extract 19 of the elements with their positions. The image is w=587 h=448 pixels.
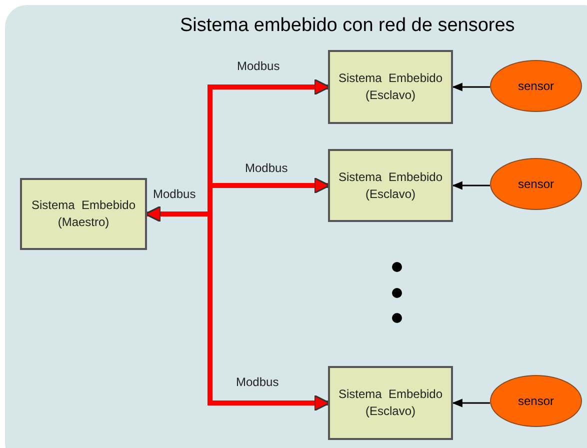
sensor-label: sensor	[518, 393, 554, 410]
node-label: Sistema Embebido (Maestro)	[30, 197, 137, 231]
system-box	[328, 366, 453, 440]
arrow	[452, 398, 490, 408]
system-box	[20, 178, 147, 250]
arrow	[452, 82, 490, 92]
node-label: Sistema Embebido (Esclavo)	[337, 168, 444, 202]
system-box	[328, 50, 453, 124]
sensor-label: sensor	[518, 176, 554, 193]
node-label: Sistema Embebido (Esclavo)	[337, 70, 444, 104]
edge-label: Modbus	[245, 160, 288, 177]
bus-label: Modbus	[153, 186, 196, 203]
edge-label: Modbus	[237, 58, 280, 75]
sensor-label: sensor	[518, 78, 554, 95]
node-label: Sistema Embebido (Esclavo)	[337, 386, 444, 420]
arrow	[452, 181, 490, 190]
system-box	[328, 149, 453, 222]
title: Sistema embebido con red de sensores	[180, 14, 515, 38]
edge-label: Modbus	[236, 374, 279, 391]
